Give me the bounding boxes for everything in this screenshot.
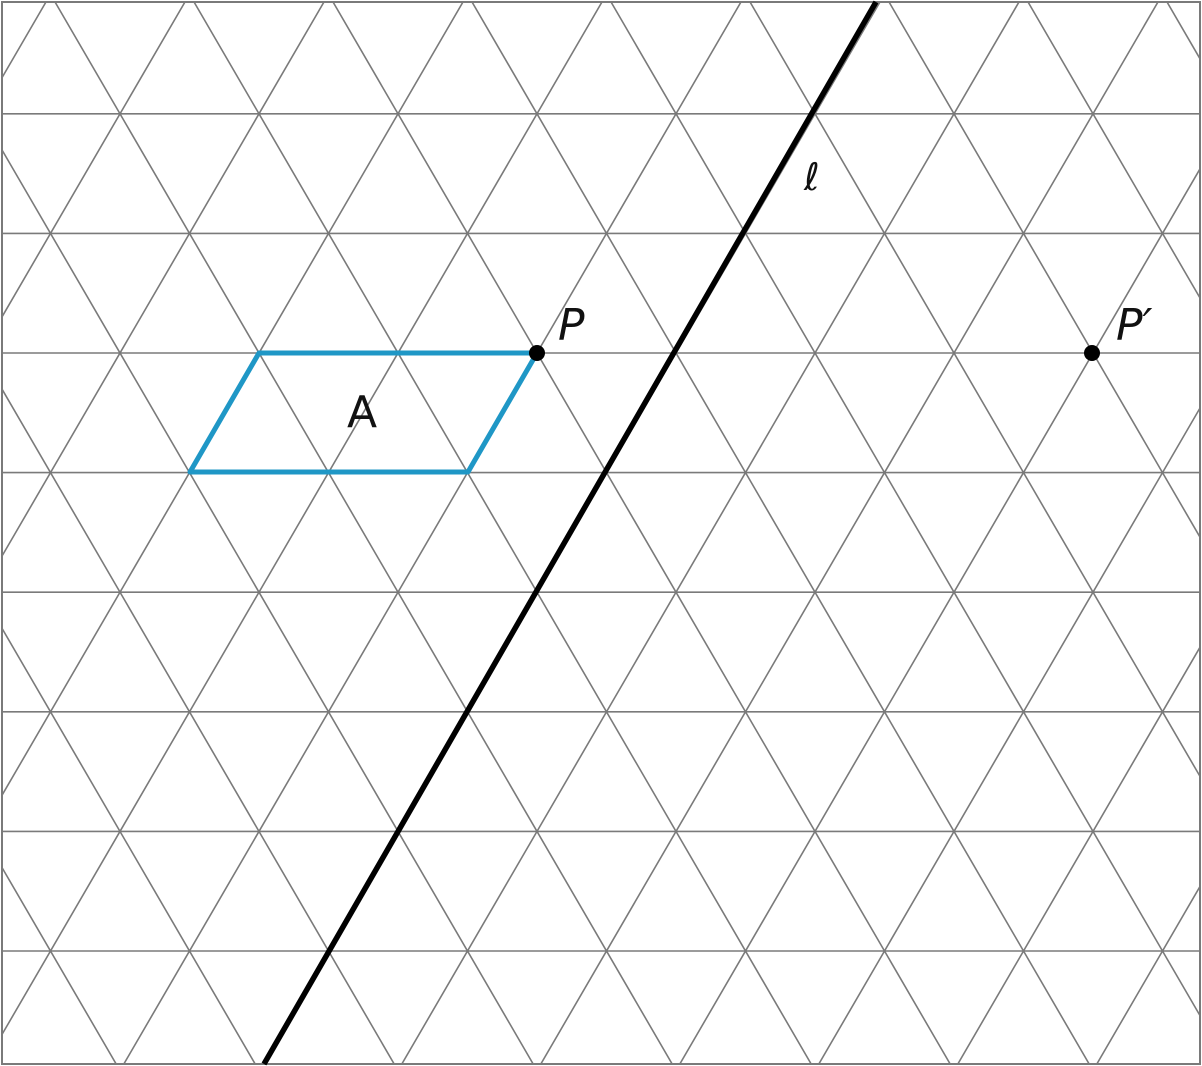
grid-diagonal-line <box>401 2 1020 1064</box>
line-l-label: ℓ <box>803 155 820 199</box>
grid-diagonal-line <box>2 148 534 1064</box>
grid-diagonal-line <box>2 865 117 1064</box>
point-p-prime <box>1084 345 1100 361</box>
grid-diagonal-line <box>2 2 603 1037</box>
grid-diagonal-line <box>679 167 1200 1064</box>
grid-diagonal-line <box>888 2 1200 539</box>
grid-diagonal-line <box>471 2 1090 1064</box>
point-p <box>529 345 545 361</box>
grid-diagonal-line <box>2 387 395 1064</box>
grid-diagonal-line <box>610 2 1200 1018</box>
grid-diagonal-line <box>2 2 186 319</box>
point-p-label: P <box>558 300 585 351</box>
grid-diagonal-line <box>2 2 325 558</box>
parallelogram-a <box>187 350 540 475</box>
grid-diagonal-line <box>957 645 1200 1064</box>
grid-diagonal-line <box>2 2 464 797</box>
line-l <box>261 0 879 1066</box>
point-p-prime-label: P′ <box>1116 300 1153 351</box>
grid-diagonal-line <box>54 2 673 1064</box>
grid-diagonal-line <box>749 2 1200 778</box>
grid-diagonal-line <box>123 2 742 1064</box>
grid-diagonal-line <box>540 2 1159 1064</box>
shape-a-label: A <box>347 387 377 438</box>
grid-diagonal-line <box>1027 2 1200 300</box>
grid-diagonal-line <box>332 2 951 1064</box>
grid-diagonal-line <box>818 406 1200 1064</box>
grid-diagonal-line <box>193 2 812 1064</box>
grid-diagonal-line <box>1096 884 1200 1064</box>
grid-diagonal-line <box>2 626 256 1064</box>
